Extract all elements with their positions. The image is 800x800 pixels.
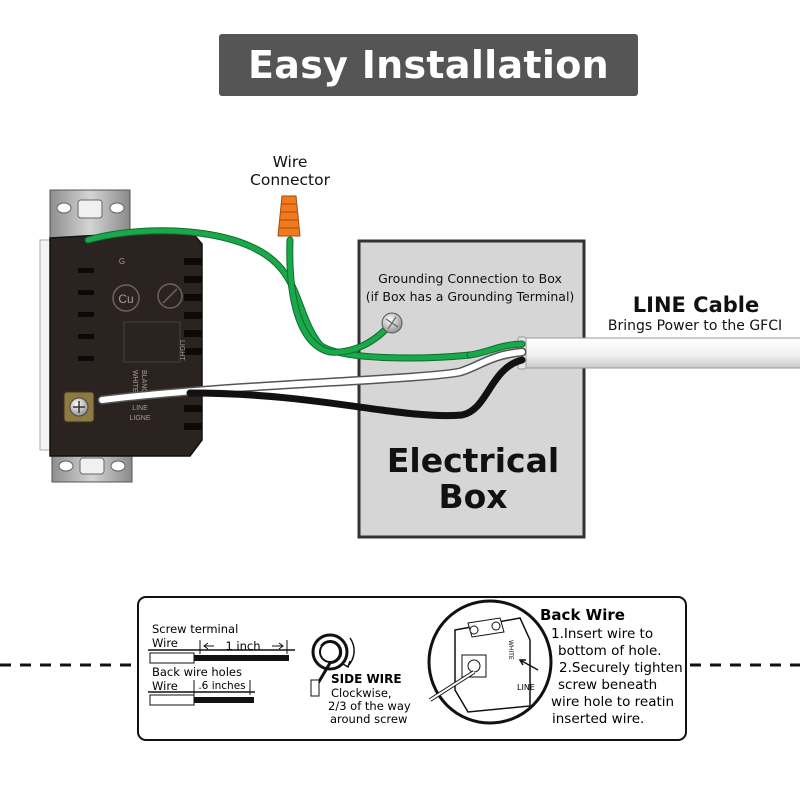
wires xyxy=(84,227,527,420)
ground-marking: G xyxy=(119,257,125,266)
back-wire-step-2: bottom of hole. xyxy=(558,643,662,659)
electrical-box xyxy=(357,239,586,539)
cu-marking: Cu xyxy=(118,292,133,306)
title-banner: Easy Installation xyxy=(219,34,638,96)
wire-connector xyxy=(277,195,301,237)
back-wire-step-3: 2.Securely tighten xyxy=(559,660,683,676)
line-cable xyxy=(517,336,800,370)
screw-strip-length: 1 inch xyxy=(225,639,260,653)
electrical-box-label: Electrical Box xyxy=(386,441,560,517)
blanc-marking: BLANC xyxy=(140,370,147,393)
side-wire-text-2: 2/3 of the way xyxy=(328,699,411,713)
back-wire-step-5: wire hole to reatin xyxy=(551,694,674,710)
ligne-marking: LIGNE xyxy=(129,415,150,422)
back-holes-label: Back wire holes xyxy=(152,665,242,679)
grounding-label: Grounding Connection to Box (if Box has … xyxy=(365,271,575,304)
back-wire-detail: LINE WHITE xyxy=(427,599,553,725)
detail-white-label: WHITE xyxy=(507,640,514,660)
line-cable-title: LINE Cable xyxy=(632,293,760,317)
back-wire-title: Back Wire xyxy=(540,606,625,624)
instruction-panel: Screw terminal Wire 1 inch Back wire hol… xyxy=(0,596,800,741)
white-marking: WHITE xyxy=(131,370,138,393)
wire-connector-label: Wire Connector xyxy=(250,153,330,189)
line-cable-subtitle: Brings Power to the GFCI xyxy=(607,318,783,334)
line-marking: LINE xyxy=(132,405,148,412)
screw-terminal-label: Screw terminal xyxy=(152,622,238,636)
screw-wire-label: Wire xyxy=(152,636,178,650)
hot-wire xyxy=(186,356,526,420)
back-strip-length: .6 inches xyxy=(198,680,245,692)
gfci-receptacle: Cu G WHITE BLANC LIGHT LINE LIGNE xyxy=(39,229,203,457)
back-wire-step-4: screw beneath xyxy=(558,677,657,693)
back-wire-step-6: inserted wire. xyxy=(552,711,644,727)
side-wire-title: SIDE WIRE xyxy=(331,672,402,686)
side-wire-icon xyxy=(310,633,355,697)
side-wire-text-1: Clockwise, xyxy=(331,686,392,700)
detail-line-label: LINE xyxy=(517,683,535,692)
light-marking: LIGHT xyxy=(178,340,185,361)
back-wire-label: Wire xyxy=(152,679,178,693)
page-title: Easy Installation xyxy=(248,43,609,87)
back-wire-step-1: 1.Insert wire to xyxy=(551,626,653,642)
side-wire-text-3: around screw xyxy=(330,712,407,726)
